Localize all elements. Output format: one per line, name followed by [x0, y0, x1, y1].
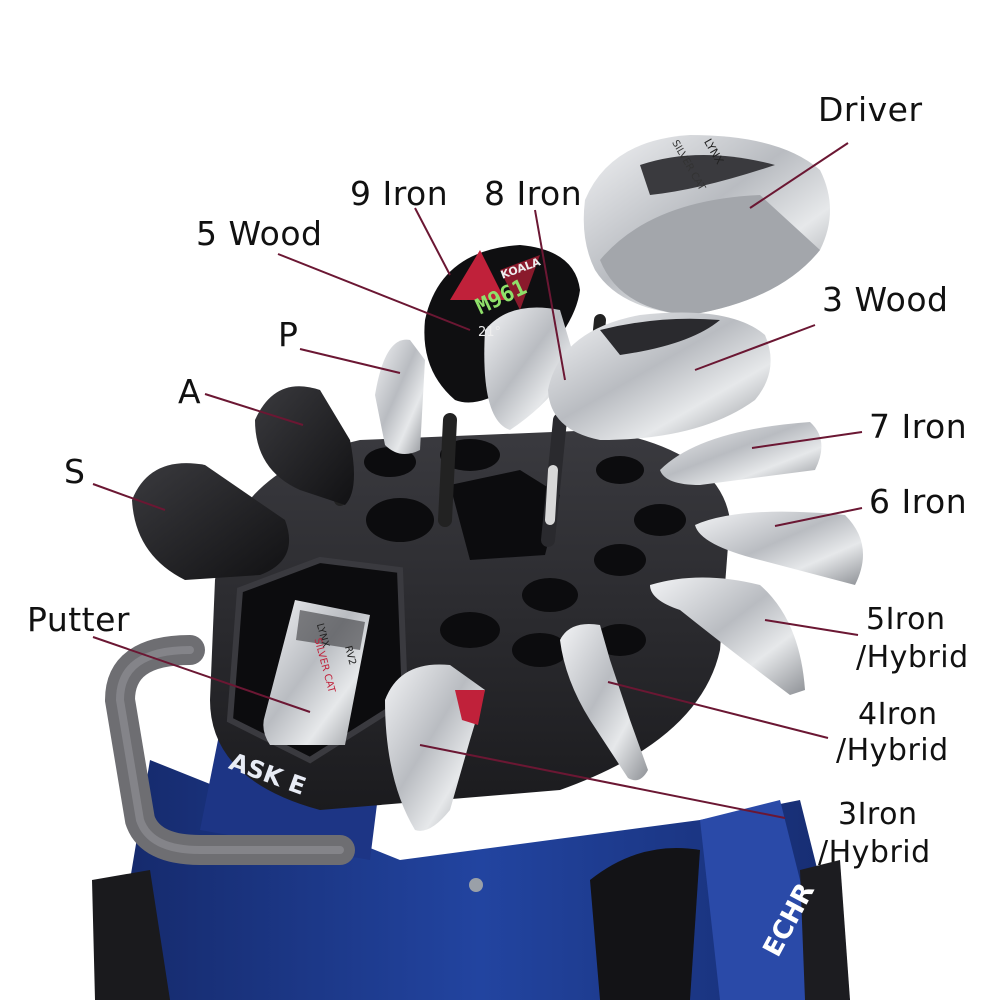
- driver-head: [583, 135, 830, 315]
- callout-3-iron: [419, 744, 786, 819]
- 5-iron-hybrid-head: [650, 577, 805, 695]
- label-9-iron: 9 Iron: [350, 174, 449, 213]
- bag-top-divider: [210, 430, 730, 810]
- callout-6-iron: [774, 507, 863, 527]
- callout-lines: [92, 142, 863, 819]
- label-6-iron: 6 Iron: [869, 482, 968, 521]
- label-p: P: [278, 315, 299, 354]
- callout-3-wood: [694, 324, 816, 371]
- label-8-iron: 8 Iron: [484, 174, 583, 213]
- label-3-iron-line2: /Hybrid: [818, 835, 931, 870]
- callout-driver: [749, 142, 849, 209]
- bag-handle: [104, 635, 355, 865]
- 6-iron-head: [695, 511, 863, 585]
- s-wedge-head: [132, 463, 290, 580]
- putter-head: [263, 600, 370, 745]
- label-a: A: [178, 372, 202, 411]
- label-5-wood: 5 Wood: [196, 214, 323, 253]
- label-4-iron-line1: 4Iron: [858, 697, 938, 732]
- p-wedge-head: [375, 339, 425, 454]
- 5-wood-loft: 21°: [478, 325, 502, 340]
- 7-iron-head: [660, 422, 822, 485]
- callout-9-iron: [414, 207, 451, 276]
- 3-wood-head: [548, 312, 771, 440]
- label-3-iron-line1: 3Iron: [838, 797, 918, 832]
- a-wedge-head: [255, 386, 354, 505]
- callout-a: [204, 393, 304, 426]
- callout-p: [299, 348, 401, 374]
- label-putter: Putter: [27, 600, 130, 639]
- callout-8-iron: [534, 209, 566, 381]
- 8-iron-head: [484, 307, 575, 430]
- label-7-iron: 7 Iron: [869, 407, 968, 446]
- callout-4-iron: [607, 681, 829, 739]
- label-driver: Driver: [818, 90, 923, 129]
- 4-iron-hybrid-head: [560, 624, 648, 781]
- callout-5-iron: [764, 619, 859, 636]
- callout-s: [92, 483, 166, 511]
- label-3-wood: 3 Wood: [822, 280, 949, 319]
- label-4-iron-line2: /Hybrid: [836, 733, 949, 768]
- label-5-iron-line1: 5Iron: [866, 602, 946, 637]
- label-5-iron-line2: /Hybrid: [856, 640, 969, 675]
- callout-5-wood: [277, 253, 471, 331]
- callout-putter: [92, 636, 311, 713]
- label-s: S: [64, 452, 86, 491]
- callout-7-iron: [751, 431, 863, 449]
